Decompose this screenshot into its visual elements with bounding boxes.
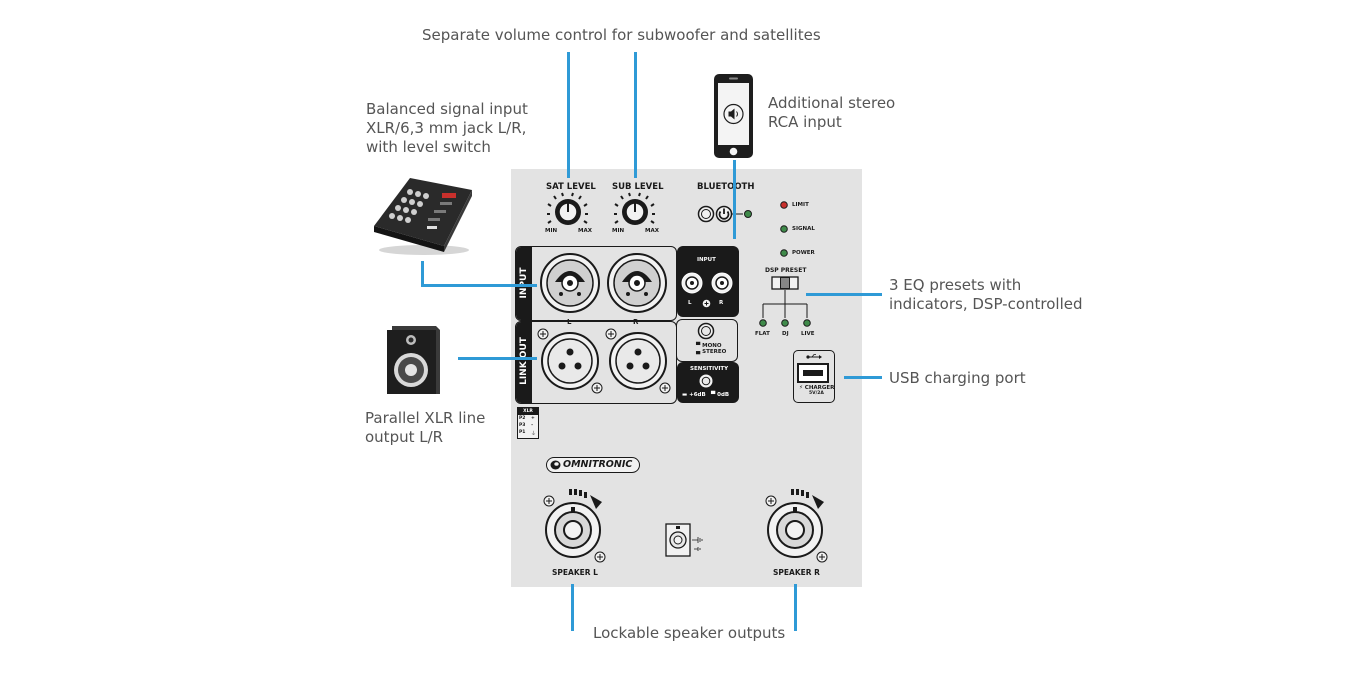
callout-rca-input: Additional stereo RCA input (768, 94, 895, 132)
callout-parallel-line1: Parallel XLR line (365, 409, 486, 427)
sat-max-label: MAX (578, 228, 592, 234)
callout-eq-line1: 3 EQ presets with (889, 276, 1022, 294)
bluetooth-button[interactable] (697, 204, 755, 224)
rca-l-label: L (688, 300, 692, 306)
leader-parallel-xlr (458, 357, 537, 360)
callout-parallel-xlr: Parallel XLR line output L/R (365, 409, 485, 447)
dsp-preset-label: DSP PRESET (765, 267, 807, 274)
power-label: POWER (792, 250, 815, 256)
callout-eq-line2: indicators, DSP-controlled (889, 295, 1083, 313)
callout-balanced-line1: Balanced signal input (366, 100, 528, 118)
callout-usb: USB charging port (889, 369, 1026, 387)
usb-port[interactable] (797, 363, 829, 383)
combo-input-r-connector[interactable] (604, 250, 670, 316)
leader-balanced-horizontal (421, 284, 537, 287)
brand-logo: OMNITRONIC (546, 457, 640, 473)
link-r-label: R (633, 318, 639, 326)
xlr-pin-p2-value: + (531, 416, 535, 421)
callout-speaker-outputs: Lockable speaker outputs (593, 624, 786, 642)
sub-level-label: SUB LEVEL (612, 182, 664, 192)
mixer-icon (374, 178, 472, 255)
smartphone-icon (714, 74, 753, 158)
speaker-r-label: SPEAKER R (773, 568, 820, 577)
sensitivity-plus6-label: ▬ +6dB (682, 392, 706, 398)
callout-eq-presets: 3 EQ presets with indicators, DSP-contro… (889, 276, 1083, 314)
sensitivity-switch[interactable] (698, 373, 714, 389)
sub-min-label: MIN (612, 228, 625, 234)
stereo-label: ▄ STEREO (696, 349, 727, 355)
sub-level-knob[interactable] (614, 192, 656, 229)
leader-balanced-vertical (421, 261, 424, 287)
dj-label: DJ (782, 331, 789, 337)
xlr-pin-p3: P3 (519, 423, 526, 428)
leader-sub-level (634, 52, 637, 178)
sub-max-label: MAX (645, 228, 659, 234)
xlr-link-out-l-connector[interactable] (535, 326, 605, 396)
usb-icon (806, 354, 822, 359)
leader-usb (844, 376, 882, 379)
mono-stereo-switch[interactable] (697, 322, 715, 340)
power-led (780, 249, 788, 257)
link-out-section-label: LINK OUT (519, 337, 529, 385)
callout-parallel-line2: output L/R (365, 428, 444, 446)
sat-level-label: SAT LEVEL (546, 182, 596, 192)
mono-label: ▀ MONO (696, 343, 722, 349)
callout-balanced-line3: with level switch (366, 138, 491, 156)
ground-icon: ⏚ (531, 431, 537, 437)
leader-eq-presets (806, 293, 882, 296)
input-tab (516, 247, 532, 320)
dsp-preset-tree (759, 290, 811, 327)
sat-min-label: MIN (545, 228, 558, 234)
rca-input-r-jack[interactable] (710, 271, 734, 295)
speaker-l-connector[interactable] (540, 487, 610, 567)
flat-label: FLAT (755, 331, 770, 337)
xlr-pin-p3-value: – (531, 423, 534, 428)
rca-input-label: INPUT (697, 257, 716, 263)
xlr-pin-p2: P2 (519, 416, 526, 421)
signal-led (780, 225, 788, 233)
callout-balanced-input: Balanced signal input XLR/6,3 mm jack L/… (366, 100, 528, 157)
callout-rca-line2: RCA input (768, 113, 842, 131)
signal-label: SIGNAL (792, 226, 815, 232)
input-section-label: INPUT (519, 267, 529, 299)
speaker-r-connector[interactable] (762, 487, 832, 567)
rca-ground-screw-icon (702, 299, 711, 308)
brand-logo-text: OMNITRONIC (563, 459, 633, 470)
bluetooth-label: BLUETOOTH (697, 182, 755, 192)
speaker-l-label: SPEAKER L (552, 568, 598, 577)
dsp-preset-button[interactable] (771, 276, 799, 290)
sat-level-knob[interactable] (547, 192, 589, 229)
sensitivity-label: SENSITIVITY (690, 366, 729, 372)
xlr-pin-header: XLR (518, 408, 538, 415)
combo-input-l-connector[interactable] (537, 250, 603, 316)
leader-rca-input (733, 160, 736, 239)
xlr-pin-table: XLR P2 + P3 – P1 ⏚ (517, 407, 539, 439)
ground-terminal-icon (665, 523, 703, 557)
xlr-link-out-r-connector[interactable] (603, 326, 673, 396)
limit-led (780, 201, 788, 209)
rca-r-label: R (719, 300, 724, 306)
charger-spec-label: 5V/2A (809, 391, 824, 396)
sensitivity-0db-label: ▀ 0dB (711, 392, 730, 398)
speaker-box-icon (387, 326, 440, 394)
callout-volume: Separate volume control for subwoofer an… (422, 26, 821, 44)
leader-sat-level (567, 52, 570, 178)
callout-balanced-line2: XLR/6,3 mm jack L/R, (366, 119, 527, 137)
limit-label: LIMIT (792, 202, 809, 208)
link-l-label: L (567, 318, 572, 326)
rca-input-l-jack[interactable] (680, 271, 704, 295)
live-label: LIVE (801, 331, 815, 337)
leader-speaker-l (571, 584, 574, 631)
callout-rca-line1: Additional stereo (768, 94, 896, 112)
brand-logo-mark-icon (550, 460, 561, 470)
xlr-pin-p1: P1 (519, 430, 526, 435)
link-out-tab (516, 322, 532, 403)
charger-label: ⚡ CHARGER (799, 385, 835, 391)
leader-speaker-r (794, 584, 797, 631)
